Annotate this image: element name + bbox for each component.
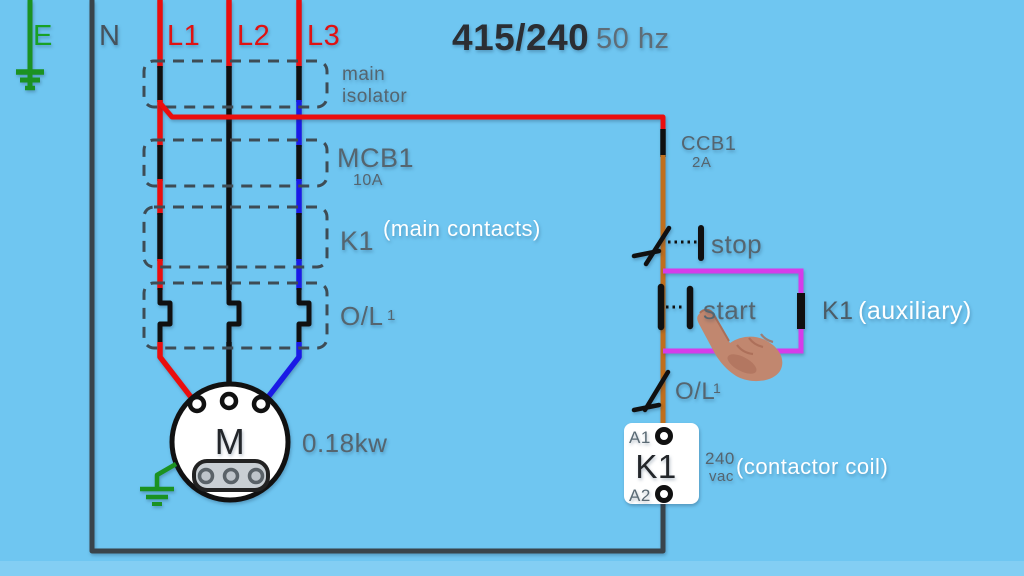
motor-terminal-2 bbox=[219, 391, 239, 411]
overload-heater-l1 bbox=[157, 288, 173, 344]
motor-terminal-3 bbox=[251, 394, 271, 414]
overload-label-sub: 1 bbox=[387, 307, 396, 324]
motor-power: 0.18kw bbox=[302, 428, 387, 458]
ccb-rating: 2A bbox=[692, 154, 711, 171]
start-button[interactable] bbox=[657, 283, 694, 331]
neutral-conductor bbox=[89, 0, 666, 554]
earth-label: E bbox=[33, 20, 53, 52]
phase-l2-wire bbox=[226, 0, 242, 396]
neutral-label: N bbox=[99, 20, 120, 52]
strip-hole bbox=[247, 467, 265, 485]
coil-body bbox=[624, 423, 699, 504]
stop-button[interactable] bbox=[631, 225, 704, 267]
mcb-rating: 10A bbox=[353, 172, 383, 189]
k1-aux-loop bbox=[663, 268, 805, 354]
coil-voltage-unit: vac bbox=[709, 468, 734, 485]
ccb-label: CCB1 bbox=[681, 133, 736, 155]
motor-terminal-1 bbox=[187, 394, 207, 414]
k1-coil bbox=[624, 423, 699, 504]
isolator-label-line2: isolator bbox=[342, 86, 407, 107]
frequency-title: 50 hz bbox=[596, 23, 669, 55]
overload-box bbox=[142, 281, 329, 350]
overload-heater-l3 bbox=[296, 288, 312, 344]
phase-l3-label: L3 bbox=[307, 20, 340, 52]
mcb1-box bbox=[142, 138, 329, 188]
voltage-title: 415/240 bbox=[452, 17, 589, 58]
main-isolator-box bbox=[142, 59, 329, 109]
stop-label: stop bbox=[711, 229, 762, 259]
aux-label: K1 bbox=[822, 297, 854, 325]
overload-heater-l2 bbox=[226, 288, 242, 344]
motor-letter: M bbox=[215, 421, 246, 462]
earth-conductor bbox=[16, 0, 44, 91]
coil-name: K1 bbox=[635, 448, 676, 485]
overload-label: O/L bbox=[340, 301, 383, 331]
bottom-glare-band bbox=[0, 561, 1024, 576]
mcb-label: MCB1 bbox=[337, 143, 414, 173]
phase-l1-label: L1 bbox=[167, 20, 200, 52]
coil-terminal-a2 bbox=[655, 485, 673, 503]
k1-main-note: (main contacts) bbox=[383, 216, 541, 241]
start-label: start bbox=[703, 295, 756, 325]
motor-earth bbox=[140, 462, 178, 506]
coil-a1-label: A1 bbox=[629, 428, 651, 447]
phase-l2-label: L2 bbox=[237, 20, 270, 52]
isolator-label-line1: main bbox=[342, 64, 385, 85]
coil-terminal-a1 bbox=[655, 427, 673, 445]
phase-l1-wire bbox=[157, 0, 197, 403]
hand-pointer-icon bbox=[697, 308, 783, 382]
coil-a2-label: A2 bbox=[629, 486, 651, 505]
control-overload-label: O/L bbox=[675, 378, 715, 405]
strip-hole bbox=[222, 467, 240, 485]
strip-hole bbox=[197, 467, 215, 485]
motor bbox=[169, 381, 291, 503]
k1-main-contacts-box bbox=[142, 205, 329, 269]
coil-note: (contactor coil) bbox=[736, 454, 888, 479]
coil-voltage: 240 bbox=[705, 449, 735, 468]
control-overload-contact bbox=[631, 369, 671, 413]
control-overload-sub: 1 bbox=[713, 380, 721, 396]
aux-note: (auxiliary) bbox=[858, 297, 972, 325]
k1-main-label: K1 bbox=[340, 226, 374, 256]
